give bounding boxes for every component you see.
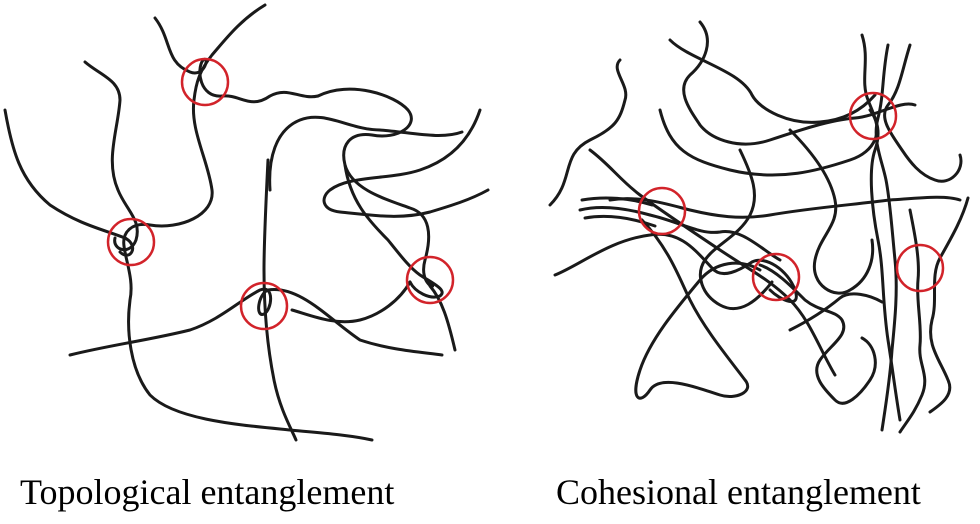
entanglement-marker (106, 217, 156, 267)
entanglement-marker (895, 243, 945, 293)
polymer-chains (548, 20, 970, 434)
topological-entanglement-diagram (3, 3, 490, 442)
polymer-chain (290, 280, 412, 324)
polymer-chain (648, 213, 782, 262)
polymer-chain (608, 195, 962, 219)
entanglement-marker (848, 91, 898, 141)
polymer-chain (860, 33, 902, 422)
polymer-chain (122, 3, 374, 442)
polymer-chain (758, 263, 877, 405)
polymer-chain (588, 148, 837, 377)
polymer-chain (883, 43, 963, 183)
polymer-chain (658, 108, 879, 177)
entanglement-markers (106, 57, 455, 331)
polymer-chain (788, 292, 884, 332)
polymer-chain (928, 196, 970, 414)
cohesional-entanglement-caption: Cohesional entanglement (556, 472, 921, 512)
topological-entanglement-caption: Topological entanglement (20, 472, 395, 512)
polymer-chain (874, 43, 898, 432)
entanglement-marker (751, 252, 801, 302)
polymer-chain (83, 60, 139, 252)
polymer-chain (428, 284, 457, 352)
polymer-chain (322, 108, 490, 218)
polymer-chain (343, 163, 444, 299)
entanglement-markers (637, 91, 945, 302)
polymer-chain (268, 115, 464, 192)
cohesional-entanglement-diagram (548, 20, 970, 434)
polymer-chain (699, 148, 774, 311)
polymer-chain (682, 20, 917, 146)
polymer-chain (788, 128, 875, 295)
polymer-chain (668, 38, 877, 124)
entanglement-marker (180, 57, 230, 107)
polymer-chain (68, 287, 444, 357)
polymer-chains (3, 3, 490, 442)
polymer-chain (548, 58, 628, 207)
polymer-chain (898, 208, 927, 434)
entanglement-marker (239, 281, 289, 331)
polymer-chain (153, 16, 320, 104)
polymer-chain (3, 108, 135, 257)
polymer-chain (578, 196, 657, 228)
entanglement-marker (405, 255, 455, 305)
polymer-chain (634, 218, 762, 400)
polymer-chain (262, 158, 298, 442)
entanglement-marker (637, 186, 687, 236)
